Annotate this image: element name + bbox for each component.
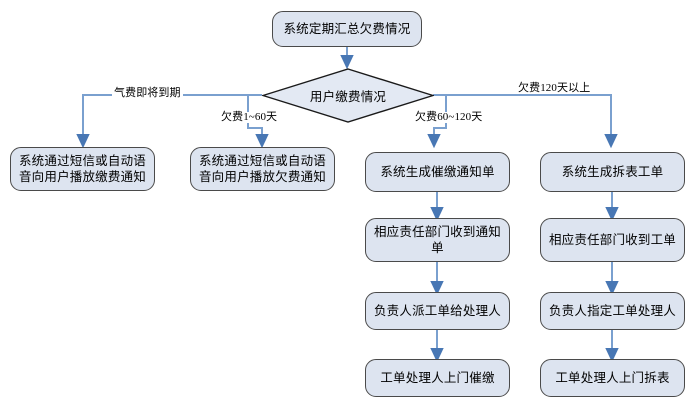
- node-col4-2-label: 相应责任部门收到工单: [548, 233, 676, 247]
- edge-label-branch-3: 欠费60~120天: [413, 111, 485, 123]
- node-col4-4-label: 工单处理人上门拆表: [555, 371, 670, 385]
- node-col3-4[interactable]: 工单处理人上门催缴: [365, 359, 510, 397]
- node-col4-2[interactable]: 相应责任部门收到工单: [540, 218, 685, 262]
- node-col4-1[interactable]: 系统生成拆表工单: [540, 152, 685, 192]
- node-col2-1-label: 系统通过短信或自动语音向用户播放欠费通知: [198, 154, 326, 184]
- node-col4-3[interactable]: 负责人指定工单处理人: [540, 292, 685, 330]
- node-col3-3-label: 负责人派工单给处理人: [373, 304, 501, 318]
- node-decision-label: 用户缴费情况: [309, 90, 387, 104]
- node-start[interactable]: 系统定期汇总欠费情况: [272, 11, 422, 47]
- node-col3-1[interactable]: 系统生成催缴通知单: [365, 152, 510, 192]
- node-col4-3-label: 负责人指定工单处理人: [548, 304, 676, 318]
- node-col3-4-label: 工单处理人上门催缴: [380, 371, 495, 385]
- node-col3-3[interactable]: 负责人派工单给处理人: [365, 292, 510, 330]
- node-col1-1[interactable]: 系统通过短信或自动语音向用户播放缴费通知: [10, 147, 155, 191]
- node-col2-1[interactable]: 系统通过短信或自动语音向用户播放欠费通知: [190, 147, 335, 191]
- edge-label-branch-4: 欠费120天以上: [516, 82, 593, 94]
- node-col3-2-label: 相应责任部门收到通知单: [373, 225, 501, 255]
- node-col3-1-label: 系统生成催缴通知单: [380, 165, 495, 179]
- node-col4-1-label: 系统生成拆表工单: [561, 165, 664, 179]
- edge-label-branch-2: 欠费1~60天: [219, 111, 280, 123]
- edge-label-branch-1: 气费即将到期: [112, 87, 183, 99]
- diamond-shape: [262, 68, 434, 123]
- node-col4-4[interactable]: 工单处理人上门拆表: [540, 359, 685, 397]
- node-col3-2[interactable]: 相应责任部门收到通知单: [365, 218, 510, 262]
- node-col1-1-label: 系统通过短信或自动语音向用户播放缴费通知: [18, 154, 146, 184]
- node-decision[interactable]: 用户缴费情况: [262, 68, 434, 123]
- node-start-label: 系统定期汇总欠费情况: [283, 22, 411, 36]
